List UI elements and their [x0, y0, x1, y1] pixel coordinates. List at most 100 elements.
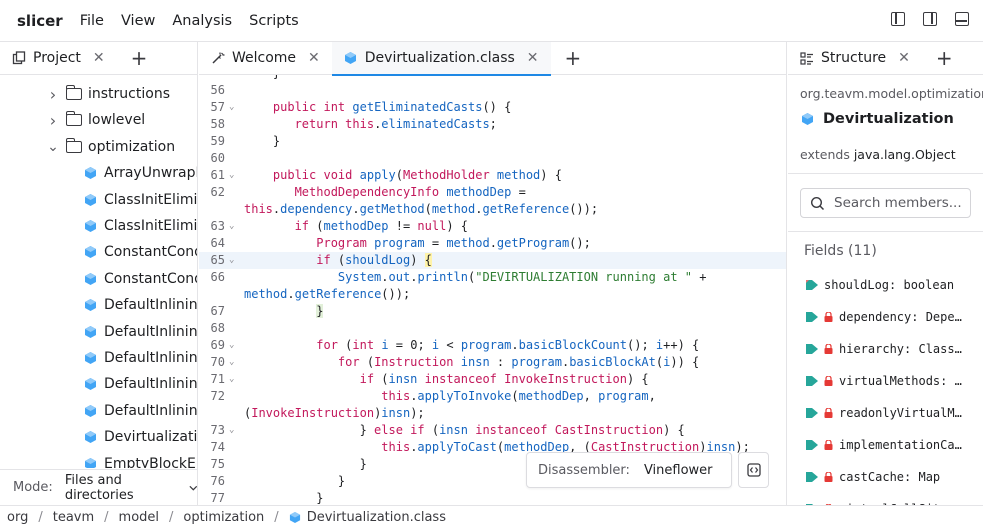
app-name: slicer: [17, 11, 63, 30]
add-tab-button[interactable]: +: [935, 46, 953, 70]
add-tab-button[interactable]: +: [130, 46, 148, 70]
code-line: 60: [199, 150, 786, 167]
tab-structure[interactable]: Structure ✕: [788, 42, 922, 75]
field-item[interactable]: virtualMethods: …: [805, 370, 981, 392]
line-number: 58: [210, 117, 225, 131]
tree-folder[interactable]: › lowlevel: [46, 107, 145, 133]
line-number: 66: [210, 270, 225, 284]
folder-icon: [66, 85, 82, 100]
chevron-down-icon[interactable]: ⌄: [47, 138, 59, 155]
tree-class[interactable]: DefaultInlining: [84, 345, 197, 371]
fold-icon[interactable]: ⌄: [229, 425, 235, 435]
tree-class[interactable]: DefaultInlining: [84, 371, 198, 397]
toggle-right-panel-icon[interactable]: [923, 12, 937, 26]
menu-file[interactable]: File: [79, 12, 104, 29]
line-number: 61: [210, 168, 225, 182]
tree-class[interactable]: ClassInitElimir: [84, 213, 197, 239]
line-text: }: [244, 474, 346, 488]
breadcrumb-item[interactable]: teavm: [52, 510, 95, 525]
fold-icon[interactable]: ⌄: [229, 255, 235, 265]
field-item[interactable]: virtualCallSit…: [805, 498, 981, 505]
lock-icon: [824, 472, 833, 482]
tab-welcome[interactable]: Welcome ✕: [199, 42, 332, 75]
code-line: (InvokeInstruction)insn);: [199, 405, 786, 422]
field-item[interactable]: shouldLog: boolean: [805, 274, 981, 296]
breadcrumb-item[interactable]: model: [118, 510, 160, 525]
line-number: 63: [210, 219, 225, 233]
tree-item-label: DefaultInlining: [104, 376, 198, 393]
welcome-icon: [212, 52, 225, 64]
chevron-right-icon[interactable]: ›: [49, 110, 57, 130]
code-line: method.getReference());: [199, 286, 786, 303]
tree-class[interactable]: DefaultInlining: [84, 398, 197, 424]
breadcrumb-item[interactable]: org: [7, 510, 29, 525]
project-panel: Project ✕ + ›instructions›lowlevel⌄optim…: [0, 42, 198, 505]
close-icon[interactable]: ✕: [898, 50, 910, 66]
menu-scripts[interactable]: Scripts: [249, 12, 299, 29]
chevron-right-icon[interactable]: ›: [49, 84, 57, 104]
code-line: 71⌄ if (insn instanceof InvokeInstructio…: [199, 371, 786, 388]
field-item[interactable]: implementationCa…: [805, 434, 981, 456]
toggle-bottom-panel-icon[interactable]: [955, 12, 969, 26]
fold-icon[interactable]: ⌄: [229, 340, 235, 350]
tree-item-label: ConstantCond: [104, 270, 198, 287]
close-icon[interactable]: ✕: [526, 50, 539, 66]
code-line: 70⌄ for (Instruction insn : program.basi…: [199, 354, 786, 371]
add-tab-button[interactable]: +: [564, 46, 582, 70]
tree-item-label: optimization: [88, 138, 176, 155]
line-number: 72: [210, 389, 225, 403]
line-text: return this.eliminatedCasts;: [294, 117, 497, 131]
line-text: if (methodDep != null) {: [294, 219, 469, 233]
tree-item-label: lowlevel: [88, 112, 146, 129]
tab-devirtualization[interactable]: Devirtualization.class ✕: [331, 42, 551, 76]
fold-icon[interactable]: ⌄: [229, 102, 235, 112]
tree-class[interactable]: DefaultInlining: [84, 319, 197, 345]
menu-view[interactable]: View: [120, 12, 156, 29]
view-source-button[interactable]: [738, 452, 769, 488]
fold-icon[interactable]: ⌄: [229, 221, 235, 231]
menu-analysis[interactable]: Analysis: [172, 12, 233, 29]
tree-class[interactable]: DefaultInlining: [84, 292, 197, 318]
toggle-left-panel-icon[interactable]: [891, 12, 905, 26]
tree-folder[interactable]: ⌄ optimization: [46, 134, 175, 160]
line-number: 56: [210, 83, 225, 97]
tree-class[interactable]: ConstantCond: [84, 239, 197, 265]
tree-item-label: ClassInitElimir: [104, 191, 198, 208]
field-item[interactable]: dependency: Depe…: [805, 306, 981, 328]
tab-structure-label: Structure: [821, 50, 887, 66]
field-label: readonlyVirtualM…: [839, 406, 962, 420]
tree-class[interactable]: EmptyBlockEli: [84, 451, 197, 468]
menu-bar: slicer File View Analysis Scripts: [0, 0, 983, 42]
field-item[interactable]: castCache: Map: [805, 466, 981, 488]
fold-icon[interactable]: ⌄: [229, 357, 235, 367]
tree-class[interactable]: Devirtualizatio: [84, 424, 197, 450]
structure-panel: Structure ✕ + org.teavm.model.optimizati…: [788, 42, 983, 505]
search-members-input[interactable]: Search members...: [800, 188, 971, 218]
lock-icon: [824, 344, 833, 354]
breadcrumb-item[interactable]: optimization: [183, 510, 265, 525]
breadcrumb-separator: /: [169, 510, 174, 525]
tree-folder[interactable]: ›instructions: [46, 82, 170, 107]
field-item[interactable]: hierarchy: Class…: [805, 338, 981, 360]
close-icon[interactable]: ✕: [308, 50, 320, 66]
line-text: } else if (insn instanceof CastInstructi…: [244, 423, 685, 437]
fold-icon[interactable]: ⌄: [229, 170, 235, 180]
disassembler-select[interactable]: Disassembler: Vineflower: [526, 452, 732, 488]
code-line: 64 Program program = method.getProgram()…: [199, 235, 786, 252]
code-line: 62 MethodDependencyInfo methodDep =: [199, 184, 786, 201]
tree-class[interactable]: ArrayUnwrapM: [84, 160, 197, 186]
tree-class[interactable]: ClassInitElimir: [84, 187, 198, 213]
mode-select[interactable]: Files and directories: [65, 473, 197, 503]
fold-icon[interactable]: ⌄: [229, 374, 235, 384]
code-line: 57⌄ public int getEliminatedCasts() {: [199, 99, 786, 116]
tab-project[interactable]: Project ✕: [0, 42, 117, 75]
class-file-icon: [802, 113, 813, 125]
code-line: 68: [199, 320, 786, 337]
tree-class[interactable]: ConstantCond: [84, 266, 198, 292]
breadcrumb-item[interactable]: Devirtualization.class: [306, 510, 446, 525]
field-label: dependency: Depe…: [839, 310, 962, 324]
field-item[interactable]: readonlyVirtualM…: [805, 402, 981, 424]
line-text: }: [244, 491, 324, 505]
close-icon[interactable]: ✕: [92, 50, 105, 66]
code-view[interactable]: } 56 57⌄ public int getEliminatedCasts() {…: [199, 75, 786, 505]
